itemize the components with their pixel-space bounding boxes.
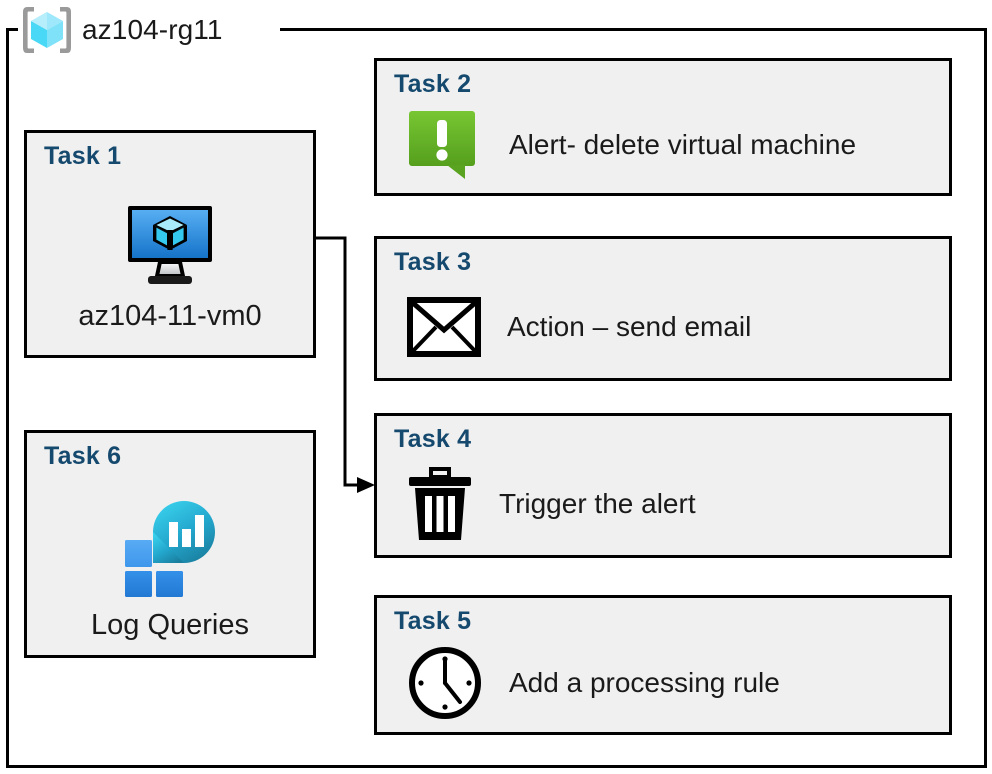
alert-exclamation-icon: [407, 109, 483, 181]
task-1-title: Task 1: [44, 142, 122, 170]
envelope-icon: [407, 296, 481, 357]
task-card-5[interactable]: Task 5 Add a processing rule: [374, 595, 952, 735]
task-card-1[interactable]: Task 1: [24, 130, 316, 358]
task-card-2[interactable]: Task 2 Alert- delete virtual machin: [374, 58, 952, 196]
resource-group-container: [6, 28, 987, 768]
task-3-title: Task 3: [394, 248, 472, 276]
task-card-6[interactable]: Task 6: [24, 430, 316, 658]
task-card-3[interactable]: Task 3 Action – send email: [374, 236, 952, 381]
clock-icon: [407, 645, 483, 721]
task-6-title: Task 6: [44, 442, 122, 470]
task-2-title: Task 2: [394, 70, 472, 98]
virtual-machine-icon: [124, 202, 216, 288]
task-5-title: Task 5: [394, 607, 472, 635]
task-4-label: Trigger the alert: [499, 487, 696, 519]
trash-icon: [407, 466, 473, 542]
task-1-label: az104-11-vm0: [78, 299, 262, 332]
task-4-title: Task 4: [394, 425, 472, 453]
task-card-4[interactable]: Task 4 Trigger the alert: [374, 413, 952, 558]
log-analytics-icon: [116, 493, 224, 597]
resource-group-name: az104-rg11: [82, 14, 223, 45]
task-3-label: Action – send email: [507, 310, 752, 342]
resource-group-icon: [23, 7, 71, 53]
task-5-label: Add a processing rule: [509, 667, 780, 698]
task-2-label: Alert- delete virtual machine: [509, 129, 857, 160]
task-6-label: Log Queries: [91, 608, 249, 641]
resource-group-header: az104-rg11: [20, 2, 223, 58]
